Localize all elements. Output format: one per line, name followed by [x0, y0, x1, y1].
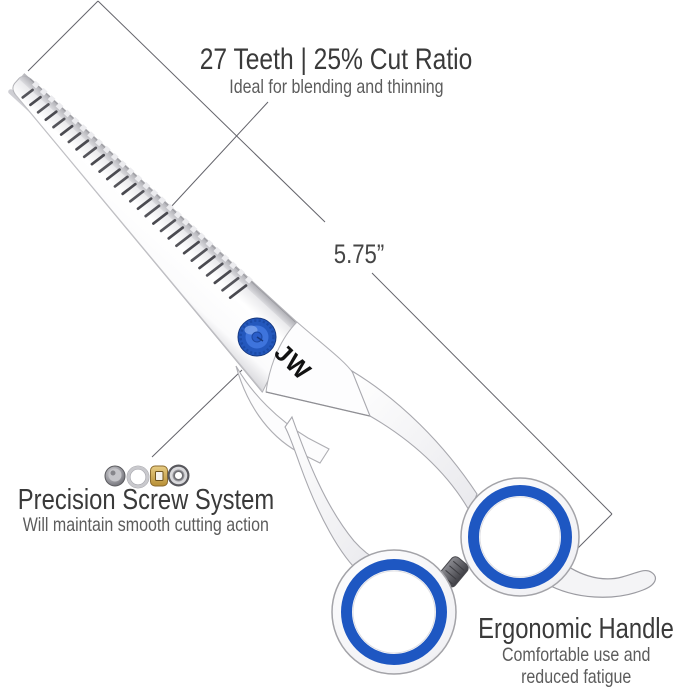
- finger-rest-hook: [544, 557, 657, 598]
- blade-spine: [18, 73, 298, 329]
- thumb-ring: [331, 549, 457, 675]
- handle-callout-subtitle: Comfortable use and reduced fatigue: [501, 644, 651, 689]
- screw-parts-icons: [104, 464, 190, 489]
- scissors: JW: [8, 73, 657, 675]
- thumb-ring-blue-insert: [341, 559, 447, 665]
- finger-handle-arm: [350, 369, 478, 514]
- teeth-callout-title: 27 Teeth | 25% Cut Ratio: [199, 43, 473, 76]
- teeth-callout-subtitle: Ideal for blending and thinning: [228, 75, 444, 98]
- screw-system-callout: Precision Screw System Will maintain smo…: [0, 485, 302, 537]
- handle-callout-title: Ergonomic Handle: [478, 613, 674, 645]
- teeth-leader-line: [169, 101, 269, 209]
- pivot-screw: [237, 317, 277, 357]
- locknut-icon: [167, 464, 190, 487]
- blade-teeth: [21, 80, 253, 300]
- finger-ring: [460, 477, 580, 597]
- length-callout: 5.75”: [328, 239, 390, 269]
- screw-head-icon: [104, 465, 126, 487]
- washer-ring-icon: [126, 465, 150, 489]
- screw-system-title: Precision Screw System: [17, 484, 275, 516]
- dimension-tick-blade-tip: [27, 0, 99, 72]
- screw-system-subtitle: Will maintain smooth cutting action: [22, 514, 270, 537]
- teeth-callout: 27 Teeth | 25% Cut Ratio Ideal for blend…: [170, 44, 502, 98]
- brass-nut-icon: [150, 465, 168, 487]
- dimension-line-lower: [371, 272, 613, 515]
- lower-blade-tang: [235, 365, 330, 464]
- annotation-lines: [27, 0, 613, 550]
- finger-ring-blue-insert: [468, 485, 572, 589]
- length-label: 5.75”: [333, 239, 385, 269]
- dimension-line-upper: [97, 0, 326, 223]
- dimension-tick-handle: [576, 513, 613, 550]
- screw-leader-line: [151, 369, 243, 458]
- handle-callout: Ergonomic Handle Comfortable use and red…: [457, 614, 679, 689]
- thinning-blade: [12, 73, 298, 393]
